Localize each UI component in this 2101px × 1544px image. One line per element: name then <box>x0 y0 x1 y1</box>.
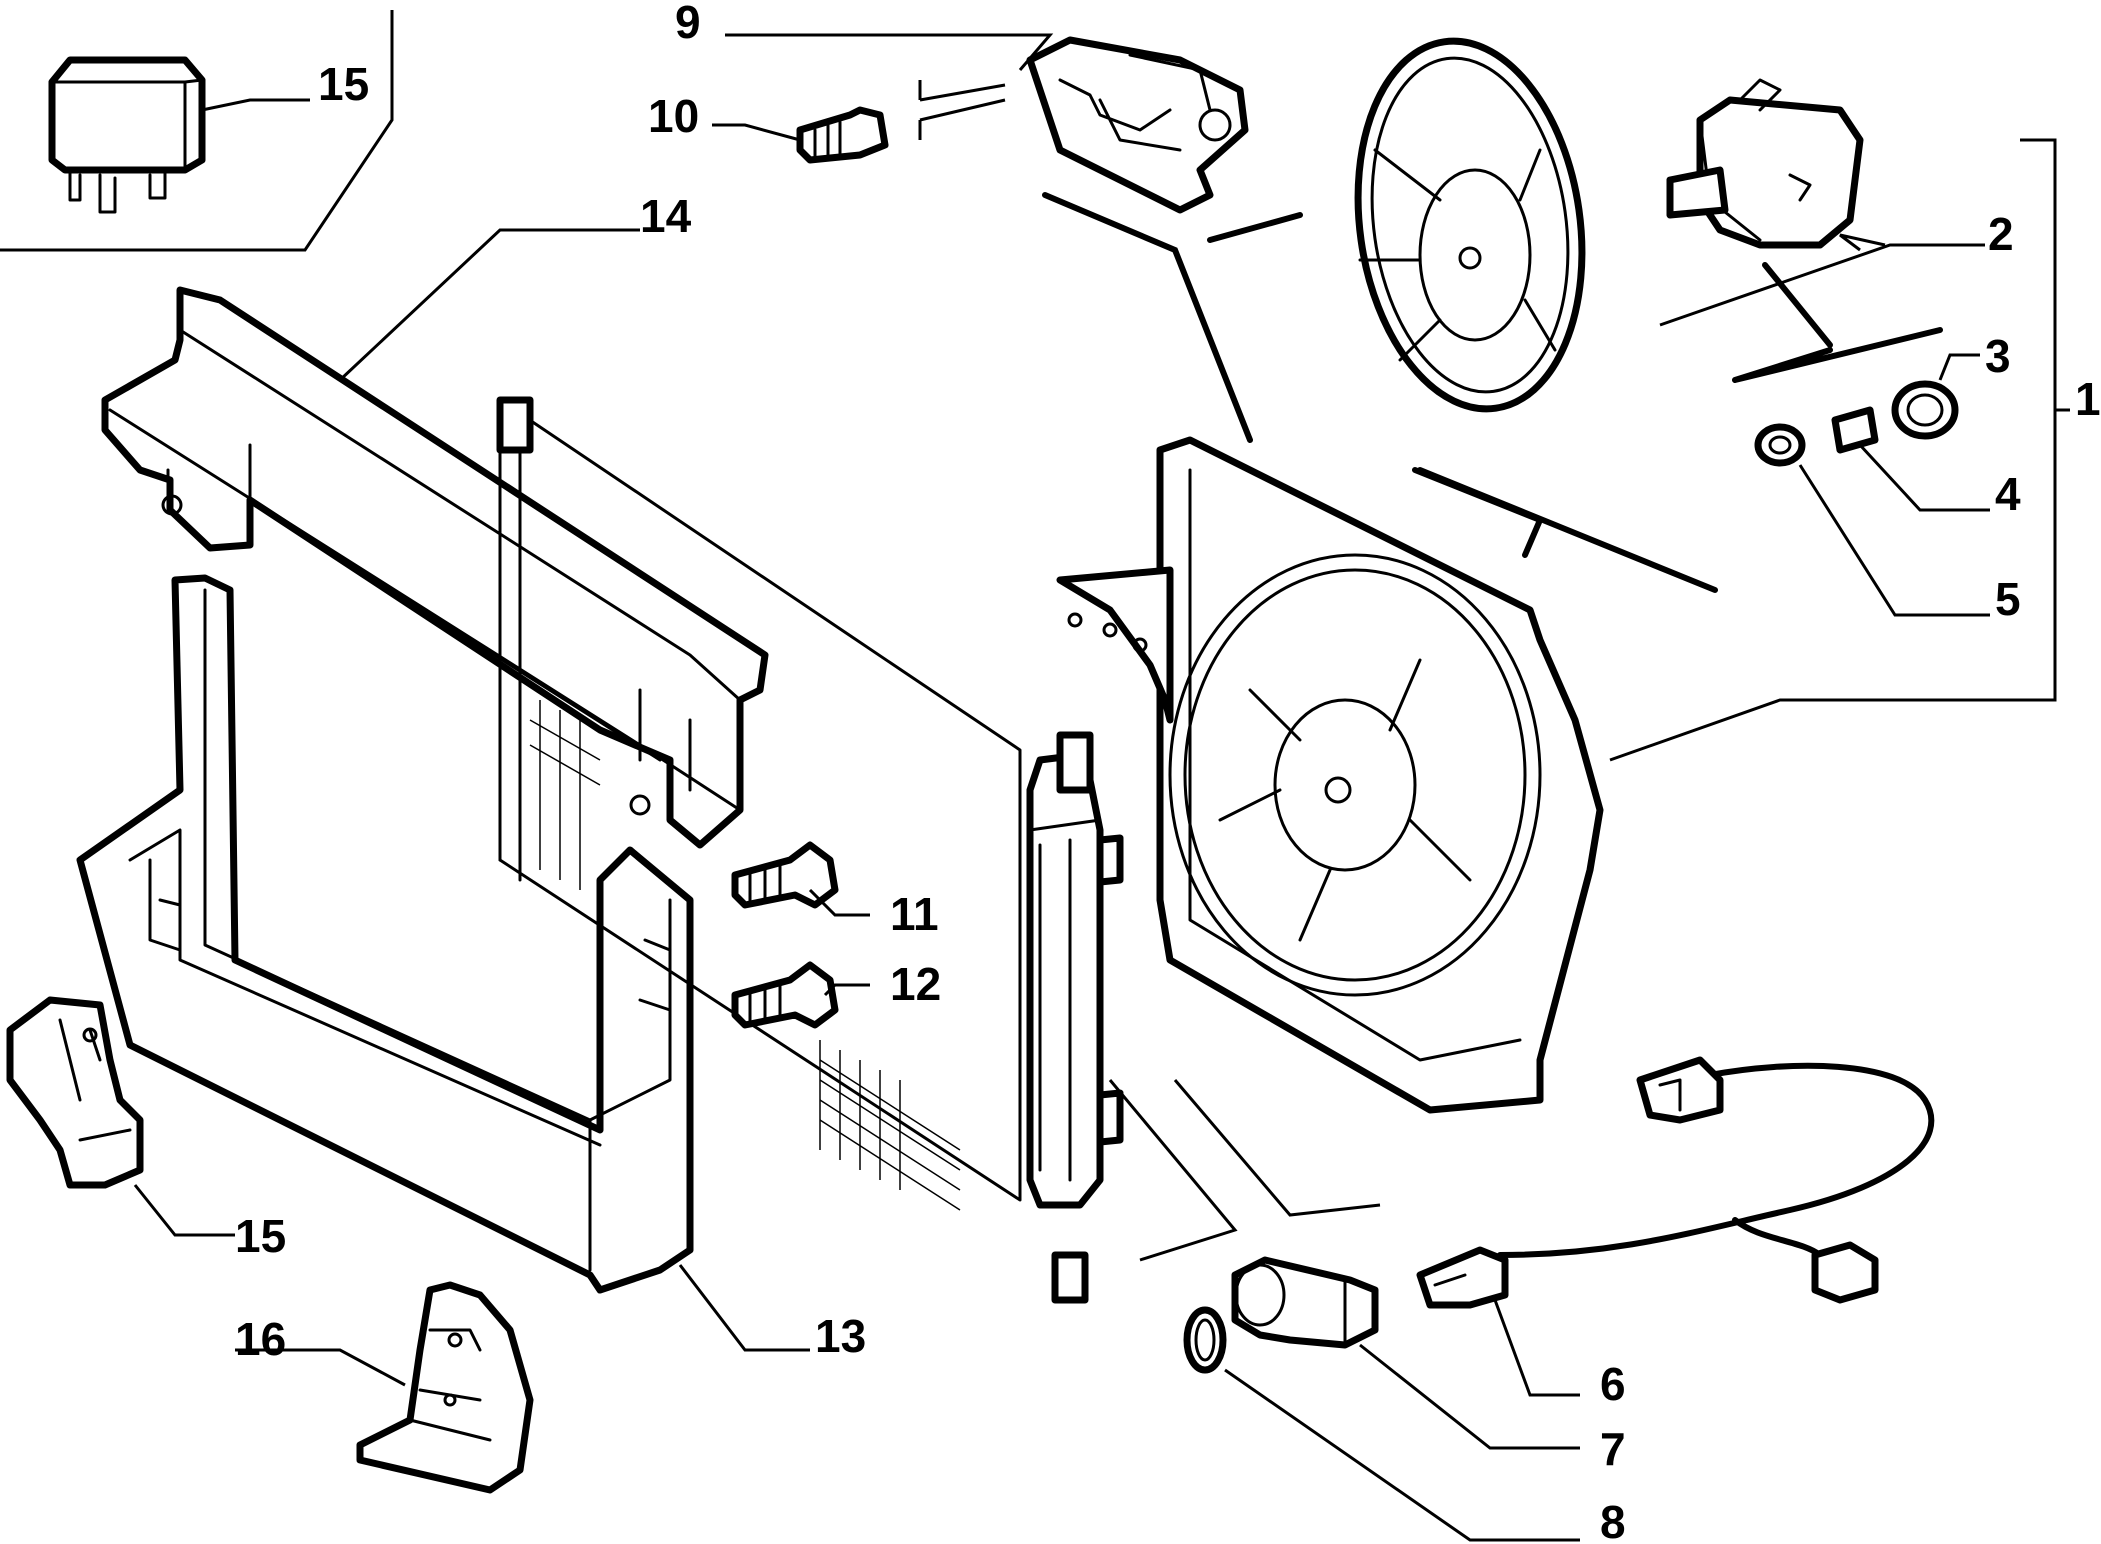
callout-label-12: 12 <box>890 958 941 1010</box>
callout-label-10: 10 <box>648 90 699 142</box>
bracket-15 <box>6 996 144 1189</box>
callout-label-7: 7 <box>1600 1423 1626 1475</box>
wiring-harness-6 <box>1416 1056 1935 1309</box>
thermal-switch-7 <box>1231 1256 1379 1349</box>
bolt-11 <box>731 841 839 909</box>
lower-frame <box>76 574 694 1294</box>
callout-label-15-bottom: 15 <box>235 1210 286 1262</box>
radiator <box>496 396 1124 1304</box>
callout-label-4: 4 <box>1995 468 2021 520</box>
bolt-12 <box>731 961 839 1029</box>
relay-inset <box>0 10 394 252</box>
callout-label-16: 16 <box>235 1313 286 1365</box>
screw-10 <box>796 106 889 164</box>
leader-lines <box>133 33 1990 1542</box>
callout-label-11: 11 <box>890 888 939 940</box>
callout-labels: 15 9 10 14 2 3 1 4 5 11 12 15 16 13 6 7 … <box>235 0 2101 1544</box>
fan-motor <box>1666 78 1864 249</box>
callout-label-9: 9 <box>675 0 701 48</box>
callout-label-14: 14 <box>640 190 692 242</box>
fan-grommet-3 <box>1891 380 1959 440</box>
bracket-16 <box>356 1281 534 1494</box>
relay-part <box>48 56 206 214</box>
callout-label-3: 3 <box>1985 330 2011 382</box>
spacer-4 <box>1831 406 1879 454</box>
callout-label-5: 5 <box>1995 573 2021 625</box>
assembly-guide-lines <box>1042 192 1943 1262</box>
callout-label-15-top: 15 <box>318 58 369 110</box>
fan-shroud <box>1056 436 1604 1114</box>
radiator-core-hatching <box>529 700 961 1211</box>
resistor-module <box>1026 36 1249 214</box>
callout-label-13: 13 <box>815 1310 866 1362</box>
callout-label-6: 6 <box>1600 1358 1626 1410</box>
upper-cross-beam <box>101 286 769 849</box>
callout-label-8: 8 <box>1600 1496 1626 1544</box>
callout-label-1: 1 <box>2075 373 2101 425</box>
callout-1-bracket <box>1609 138 2070 762</box>
seal-ring-8 <box>1183 1306 1227 1374</box>
fan-blade <box>1354 37 1586 413</box>
callout-label-2: 2 <box>1988 208 2014 260</box>
nut-5 <box>1754 423 1806 467</box>
